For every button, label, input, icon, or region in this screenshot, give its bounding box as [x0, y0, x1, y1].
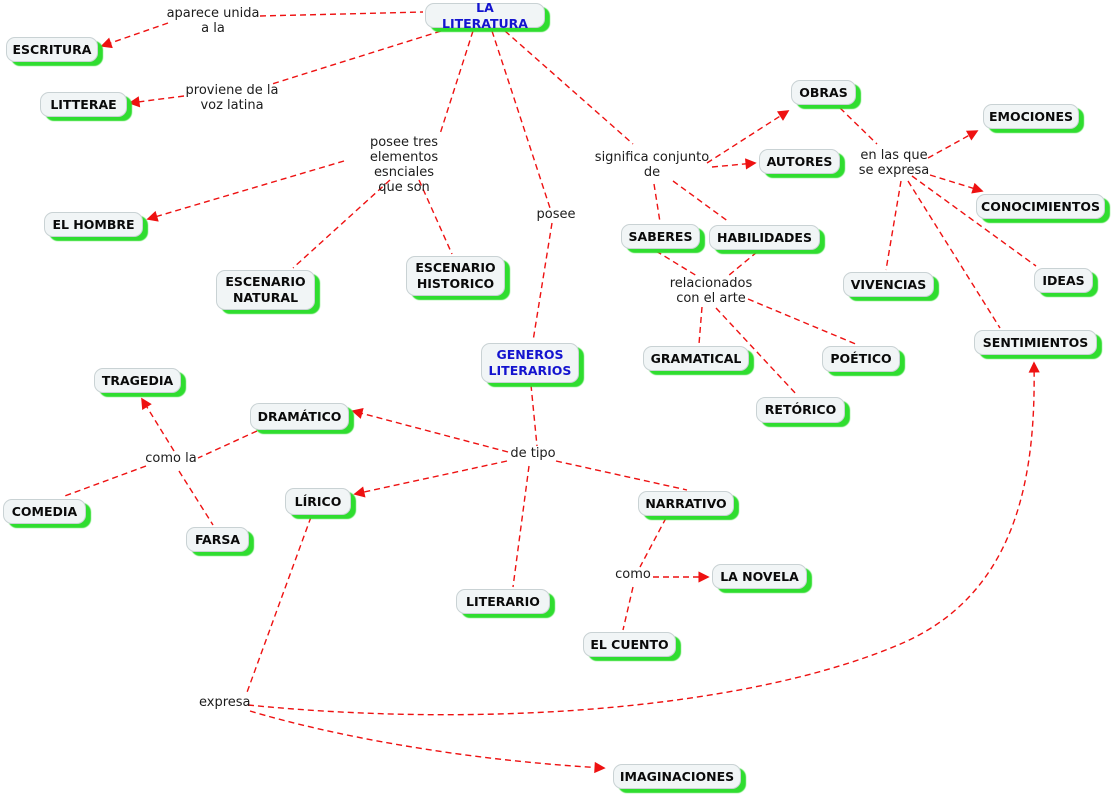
edge-posee-generos	[532, 222, 553, 342]
concept-el-hombre[interactable]: EL HOMBRE	[44, 212, 143, 237]
link-posee[interactable]: posee	[536, 207, 576, 222]
edge-literatura-significa	[504, 30, 634, 145]
edge-significa-saberes	[653, 183, 661, 223]
edge-relacionados-poetico	[747, 298, 859, 346]
edge-saberes-relacionados	[655, 250, 698, 277]
concept-autores[interactable]: AUTORES	[759, 149, 840, 174]
link-en-las-que-se-expresa[interactable]: en las que se expresa	[858, 148, 930, 178]
edge-poseetres-eschistorico	[418, 179, 453, 255]
edge-literatura-proviene	[271, 30, 442, 85]
link-como-la[interactable]: como la	[145, 451, 197, 466]
concept-generos-literarios[interactable]: GENEROS LITERARIOS	[481, 343, 579, 383]
arrow-to-dramatico	[351, 408, 509, 453]
arrow-to-conocimientos	[929, 174, 984, 194]
arrow-to-emociones	[927, 130, 979, 159]
concept-el-cuento[interactable]: EL CUENTO	[583, 632, 676, 657]
arrow-to-escritura	[100, 22, 169, 49]
concept-saberes[interactable]: SABERES	[621, 224, 700, 249]
edge-literatura-poseetres	[439, 30, 474, 135]
edge-narrativo-como	[639, 517, 667, 568]
concept-conocimientos[interactable]: CONOCIMIENTOS	[976, 194, 1105, 219]
concept-escenario-historico[interactable]: ESCENARIO HISTORICO	[406, 256, 505, 296]
edge-enlasque-vivencias	[885, 180, 902, 271]
arrow-to-autores	[711, 158, 757, 170]
concept-tragedia[interactable]: TRAGEDIA	[94, 368, 181, 393]
concept-retorico[interactable]: RETÓRICO	[756, 397, 845, 423]
edge-relacionados-gramatical	[698, 306, 703, 345]
concept-sentimientos[interactable]: SENTIMIENTOS	[974, 330, 1097, 355]
link-como[interactable]: como	[615, 567, 651, 582]
concept-la-novela[interactable]: LA NOVELA	[712, 564, 807, 589]
concept-poetico[interactable]: POÉTICO	[822, 346, 900, 372]
link-significa-conjunto-de[interactable]: significa conjunto de	[594, 150, 710, 180]
edge-significa-habilidades	[672, 180, 730, 223]
concept-escenario-natural[interactable]: ESCENARIO NATURAL	[216, 270, 315, 310]
arrow-expresa-imaginaciones	[249, 710, 606, 774]
concept-farsa[interactable]: FARSA	[186, 527, 249, 552]
concept-lirico[interactable]: LÍRICO	[285, 488, 351, 515]
edge-poseetres-escnatural	[292, 179, 391, 269]
concept-imaginaciones[interactable]: IMAGINACIONES	[613, 764, 741, 789]
edge-enlasque-sentimientos	[907, 180, 1001, 329]
link-aparece-unida-a-la[interactable]: aparece unida a la	[166, 6, 260, 36]
edge-comola-farsa	[178, 470, 214, 526]
edge-generos-detipo	[530, 384, 538, 447]
concept-gramatical[interactable]: GRAMATICAL	[643, 346, 749, 371]
arrow-to-elhombre	[146, 160, 345, 222]
concept-comedia[interactable]: COMEDIA	[3, 499, 86, 524]
link-posee-tres-elementos[interactable]: posee tres elementos esnciales que son	[369, 135, 439, 195]
link-relacionados-con-el-arte[interactable]: relacionados con el arte	[669, 276, 753, 306]
concept-escritura[interactable]: ESCRITURA	[6, 37, 98, 62]
concept-habilidades[interactable]: HABILIDADES	[709, 225, 820, 250]
edge-lirico-expresa	[245, 516, 312, 696]
edge-como-elcuento	[622, 586, 634, 631]
concept-emociones[interactable]: EMOCIONES	[983, 104, 1079, 129]
link-de-tipo[interactable]: de tipo	[510, 446, 556, 461]
arrow-expresa-sentimientos	[247, 361, 1040, 716]
arrow-to-litterae	[128, 95, 185, 108]
edge-enlasque-ideas	[911, 175, 1037, 267]
concept-litterae[interactable]: LITTERAE	[40, 92, 127, 117]
link-expresa[interactable]: expresa	[199, 695, 251, 710]
concept-literario[interactable]: LITERARIO	[456, 589, 550, 614]
arrow-to-lirico	[353, 460, 508, 498]
concept-vivencias[interactable]: VIVENCIAS	[843, 272, 934, 297]
edge-obras-enlasque	[839, 107, 878, 145]
edge-aparece-literatura	[259, 11, 424, 17]
edge-detipo-literario	[512, 465, 530, 588]
concept-la-literatura[interactable]: LA LITERATURA	[425, 0, 545, 31]
concept-obras[interactable]: OBRAS	[791, 80, 856, 105]
arrow-to-tragedia	[141, 397, 175, 452]
link-proviene-de-la-voz-latina[interactable]: proviene de la voz latina	[185, 83, 279, 113]
concept-ideas[interactable]: IDEAS	[1034, 268, 1093, 293]
edge-comola-comedia	[61, 465, 147, 498]
concept-narrativo[interactable]: NARRATIVO	[638, 491, 734, 516]
arrow-to-obras	[706, 110, 790, 164]
edge-detipo-narrativo	[555, 460, 688, 491]
edge-habilidades-relacionados	[727, 251, 758, 277]
concept-dramatico[interactable]: DRAMÁTICO	[250, 403, 349, 430]
edge-dramatico-comola	[197, 430, 258, 459]
edge-literatura-posee	[491, 30, 551, 209]
